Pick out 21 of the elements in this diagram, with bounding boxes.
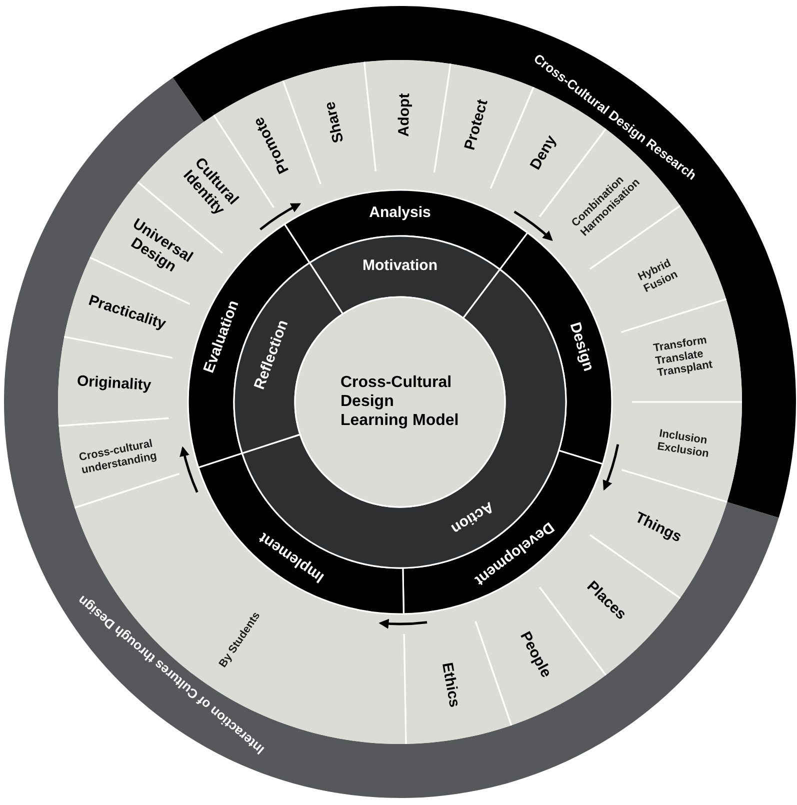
segment-label: Motivation: [362, 256, 438, 276]
arrow: [260, 203, 301, 230]
ring-segment: [403, 620, 514, 746]
ring-segment: [620, 401, 744, 504]
segment-label: Originality: [76, 372, 152, 396]
arrow: [602, 444, 620, 491]
center-title: Cross-Cultural Design Learning Model: [340, 373, 460, 431]
segment-label: Ethics: [437, 660, 464, 709]
arrow: [378, 618, 428, 629]
arrow: [514, 210, 553, 241]
segment-label: Protect: [460, 98, 492, 154]
segment-label: Share: [320, 100, 349, 146]
arrow: [180, 446, 198, 493]
segment-label: Analysis: [369, 202, 431, 223]
segment-label: Transform Translate Transplant: [653, 334, 714, 380]
ring-segment: [620, 298, 744, 404]
segment-label: Design: [565, 320, 598, 374]
segment-label: Adopt: [394, 93, 414, 137]
ring-segment: [57, 335, 175, 428]
segment-label: Inclusion Exclusion: [656, 428, 711, 461]
ring-segment: [57, 417, 181, 510]
